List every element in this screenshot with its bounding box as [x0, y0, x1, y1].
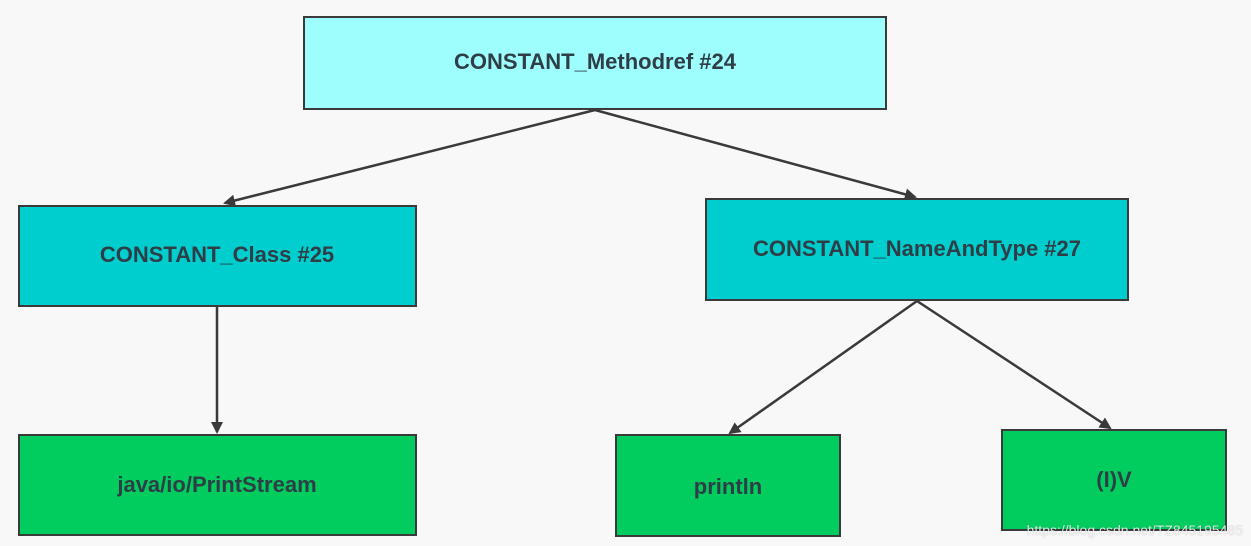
- node-println: println: [615, 434, 841, 537]
- edge-methodref-to-class: [223, 108, 596, 207]
- node-methodref: CONSTANT_Methodref #24: [303, 16, 887, 110]
- node-nameandtype: CONSTANT_NameAndType #27: [705, 198, 1129, 301]
- edge-nameandtype-to-descriptor: [916, 299, 1112, 430]
- node-class-label: CONSTANT_Class #25: [100, 242, 334, 267]
- node-printstream-label: java/io/PrintStream: [116, 472, 316, 497]
- edges-layer: [211, 108, 1112, 435]
- node-printstream-box: [18, 434, 417, 536]
- node-printstream: java/io/PrintStream: [18, 434, 417, 536]
- node-descriptor-label: (I)V: [1096, 467, 1132, 492]
- node-class-box: [18, 205, 417, 307]
- node-println-box: [615, 434, 841, 537]
- node-class: CONSTANT_Class #25: [18, 205, 417, 307]
- node-methodref-label: CONSTANT_Methodref #24: [454, 49, 737, 74]
- watermark: https://blog.csdn.net/TZ845195485: [1026, 522, 1243, 538]
- edge-nameandtype-to-println: [728, 299, 918, 435]
- node-descriptor: (I)V: [1001, 429, 1227, 531]
- node-descriptor-box: [1001, 429, 1227, 531]
- node-methodref-box: [303, 16, 887, 110]
- node-nameandtype-box: [705, 198, 1129, 301]
- node-println-label: println: [694, 474, 762, 499]
- edge-methodref-to-nameandtype: [594, 108, 917, 201]
- node-nameandtype-label: CONSTANT_NameAndType #27: [753, 236, 1081, 261]
